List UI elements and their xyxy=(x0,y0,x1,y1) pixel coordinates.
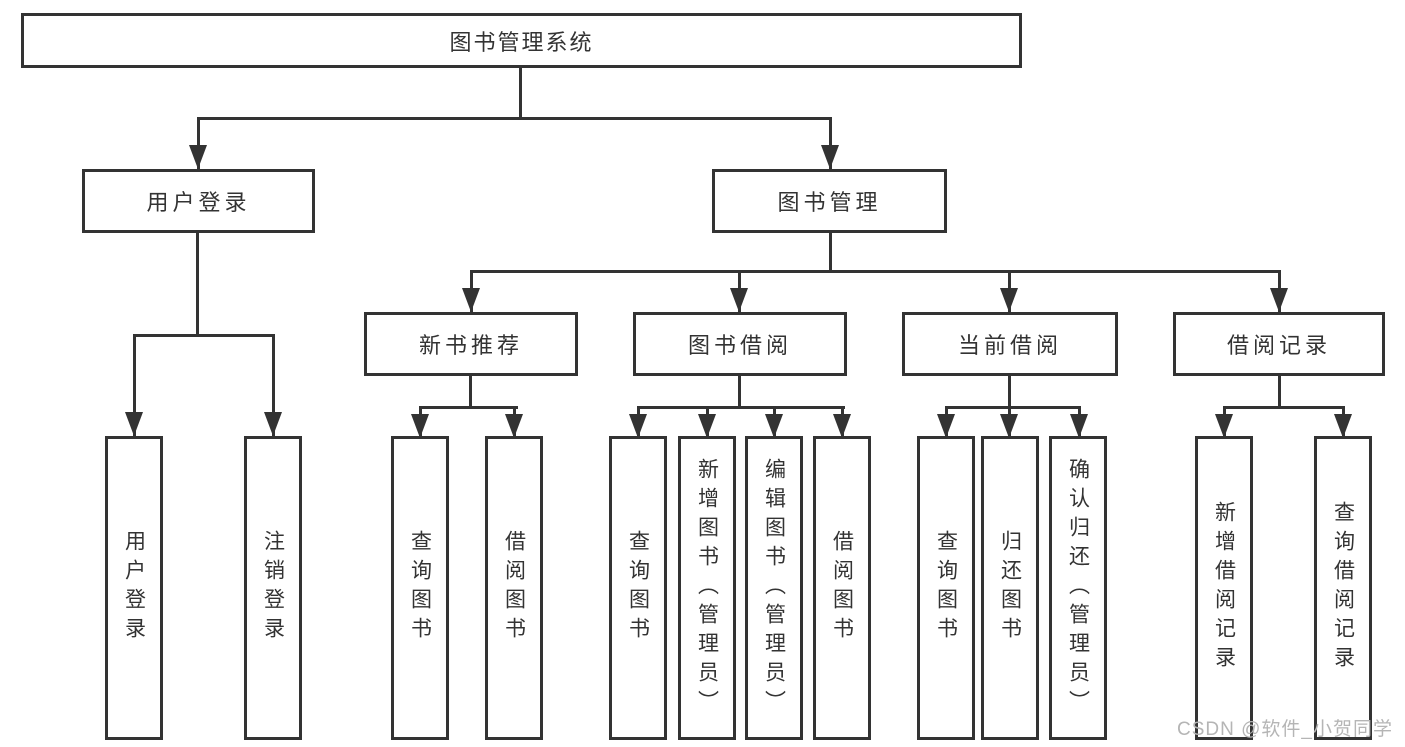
node-cb-return-book: 归还图书 xyxy=(981,436,1039,740)
node-book-borrow: 图书借阅 xyxy=(633,312,847,376)
node-root: 图书管理系统 xyxy=(21,13,1022,68)
connector-root-stem xyxy=(519,68,522,118)
node-user-login: 用户登录 xyxy=(82,169,315,233)
node-new-book-recommend: 新书推荐 xyxy=(364,312,578,376)
node-label: 编辑图书（管理员） xyxy=(762,457,786,719)
connector-borrow-record-stem xyxy=(1278,376,1281,408)
node-label: 用户登录 xyxy=(122,530,146,646)
node-label: 查询图书 xyxy=(934,530,958,646)
connector-new-book-recommend-stem xyxy=(469,376,472,408)
connector-borrow-record-horizontal xyxy=(1223,406,1345,409)
connector-drop-logout-action xyxy=(272,334,275,436)
connector-root-horizontal xyxy=(197,117,832,120)
node-label: 借阅图书 xyxy=(830,530,854,646)
csdn-watermark: CSDN @软件_小贺同学 xyxy=(1177,719,1393,740)
arrow-head xyxy=(125,412,143,436)
node-borrow-record: 借阅记录 xyxy=(1173,312,1385,376)
arrow-head xyxy=(821,145,839,169)
node-label: 新增图书（管理员） xyxy=(695,457,719,719)
node-user-login-action: 用户登录 xyxy=(105,436,163,740)
node-label: 新增借阅记录 xyxy=(1212,501,1236,675)
arrow-head xyxy=(1334,414,1352,438)
arrow-head xyxy=(937,414,955,438)
arrow-head xyxy=(189,145,207,169)
node-label: 注销登录 xyxy=(261,530,285,646)
connector-book-management-stem xyxy=(829,233,832,273)
connector-current-borrow-horizontal xyxy=(945,406,1081,409)
arrow-head xyxy=(1000,414,1018,438)
connector-book-management-horizontal xyxy=(470,270,1281,273)
arrow-head xyxy=(833,414,851,438)
connector-book-borrow-stem xyxy=(738,376,741,408)
node-bb-query-book: 查询图书 xyxy=(609,436,667,740)
arrow-head xyxy=(1215,414,1233,438)
node-label: 查询图书 xyxy=(626,530,650,646)
node-bb-edit-book: 编辑图书（管理员） xyxy=(745,436,803,740)
node-book-management: 图书管理 xyxy=(712,169,947,233)
connector-drop-user-login-action xyxy=(133,334,136,436)
connector-current-borrow-stem xyxy=(1008,376,1011,408)
node-bb-add-book: 新增图书（管理员） xyxy=(678,436,736,740)
node-br-query-record: 查询借阅记录 xyxy=(1314,436,1372,740)
arrow-head xyxy=(1070,414,1088,438)
connector-root-drop-user-login xyxy=(197,117,200,169)
node-label: 查询借阅记录 xyxy=(1331,501,1355,675)
arrow-head xyxy=(462,288,480,312)
arrow-head xyxy=(264,412,282,436)
arrow-head xyxy=(1270,288,1288,312)
node-br-add-record: 新增借阅记录 xyxy=(1195,436,1253,740)
node-nbr-query-book: 查询图书 xyxy=(391,436,449,740)
node-label: 确认归还（管理员） xyxy=(1066,457,1090,719)
arrow-head xyxy=(505,414,523,438)
arrow-head xyxy=(411,414,429,438)
node-label: 归还图书 xyxy=(998,530,1022,646)
connector-new-book-recommend-horizontal xyxy=(419,406,518,409)
node-label: 查询图书 xyxy=(408,530,432,646)
node-bb-borrow-book: 借阅图书 xyxy=(813,436,871,740)
arrow-head xyxy=(765,414,783,438)
node-label: 借阅图书 xyxy=(502,530,526,646)
node-nbr-borrow-book: 借阅图书 xyxy=(485,436,543,740)
node-cb-query-book: 查询图书 xyxy=(917,436,975,740)
connector-user-login-stem xyxy=(196,233,199,335)
arrow-head xyxy=(1000,288,1018,312)
arrow-head xyxy=(629,414,647,438)
arrow-head xyxy=(730,288,748,312)
node-current-borrow: 当前借阅 xyxy=(902,312,1118,376)
connector-root-drop-book-management xyxy=(829,117,832,169)
arrow-head xyxy=(698,414,716,438)
connector-user-login-horizontal xyxy=(133,334,275,337)
connector-book-borrow-horizontal xyxy=(637,406,845,409)
node-cb-confirm-return: 确认归还（管理员） xyxy=(1049,436,1107,740)
node-logout-action: 注销登录 xyxy=(244,436,302,740)
